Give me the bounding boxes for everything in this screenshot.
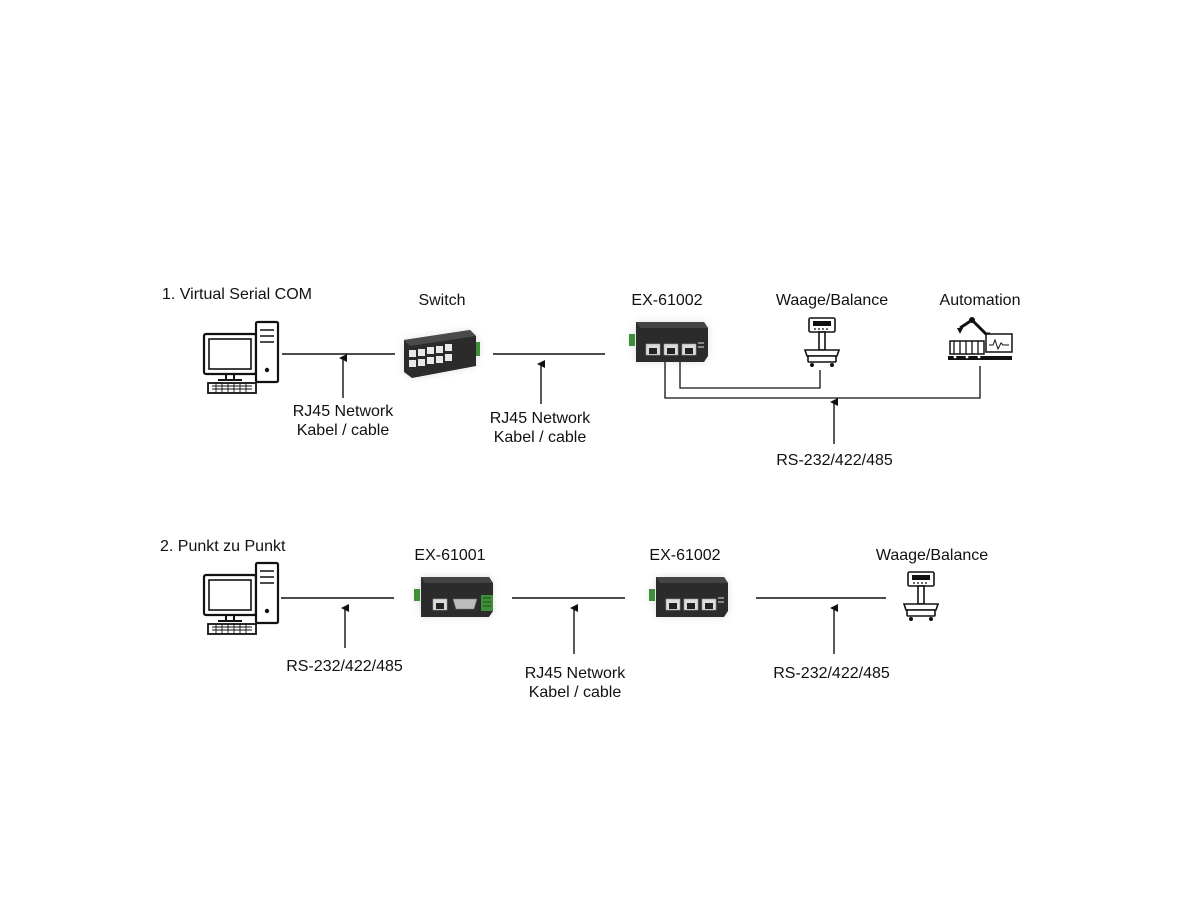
ex61001-device (413, 576, 494, 618)
ex61002-label-1: EX-61002 (631, 292, 703, 309)
serial-label-1: RS-232/422/485 (776, 452, 893, 469)
scale-label-2: Waage/Balance (875, 547, 989, 564)
scale-icon-1 (804, 317, 840, 368)
cable-label-1a: RJ45 Network (292, 403, 394, 420)
scale-icon-2 (903, 571, 939, 622)
cable-label-3b: Kabel / cable (528, 684, 622, 701)
automation-icon (948, 317, 1013, 360)
ex61001-label: EX-61001 (414, 547, 486, 564)
cable-label-2b: Kabel / cable (493, 429, 587, 446)
section2-title: 2. Punkt zu Punkt (160, 538, 286, 555)
switch-label: Switch (418, 292, 466, 309)
cable-label-3a: RJ45 Network (524, 665, 626, 682)
cable-label-2a: RJ45 Network (489, 410, 591, 427)
ex61002-label-2: EX-61002 (649, 547, 721, 564)
cable-label-1b: Kabel / cable (296, 422, 390, 439)
section1-title: 1. Virtual Serial COM (162, 286, 312, 303)
switch-icon (404, 330, 480, 378)
ex61002-device-2 (648, 576, 729, 618)
serial-label-2: RS-232/422/485 (286, 658, 403, 675)
scale-label-1: Waage/Balance (775, 292, 889, 309)
ex61002-device-1 (628, 321, 709, 363)
automation-label: Automation (939, 292, 1021, 309)
computer-icon-1 (202, 320, 280, 395)
serial-label-3: RS-232/422/485 (773, 665, 890, 682)
computer-icon-2 (202, 561, 280, 636)
